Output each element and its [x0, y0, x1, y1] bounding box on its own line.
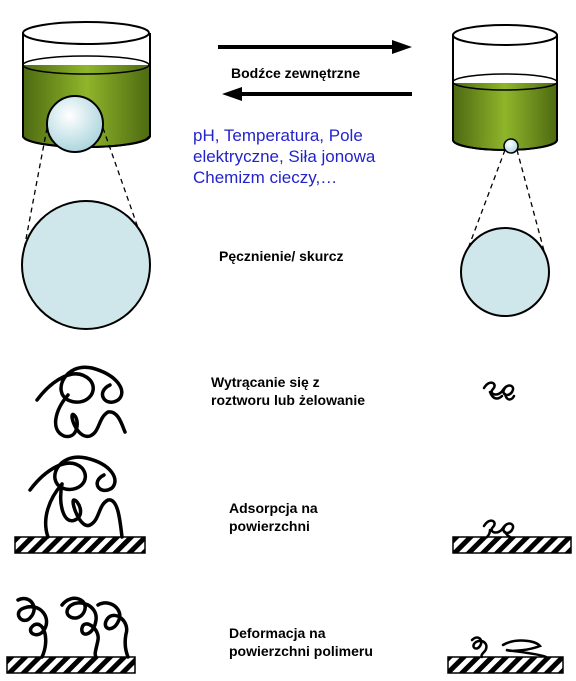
surface-left-row3 [15, 537, 145, 553]
surface-left-row4 [7, 657, 135, 673]
swollen-network [22, 201, 150, 330]
row4-line-1: Deformacja na [229, 624, 449, 642]
row4-line-2: powierzchni polimeru [229, 642, 449, 660]
polymer-brush-collapsed [472, 638, 546, 657]
row3-line-2: powierzchni [229, 517, 429, 535]
adsorption-label: Adsorpcja na powierzchni [229, 499, 429, 535]
stimulus-label: Bodźce zewnętrzne [231, 64, 431, 82]
swollen-gel-beaker [23, 22, 150, 152]
adsorbed-chain-collapsed [484, 521, 513, 537]
polymer-brush-expanded [18, 598, 128, 657]
stimuli-line-3: Chemizm cieczy,… [193, 167, 433, 188]
reverse-arrow [222, 87, 412, 101]
row2-line-1: Wytrącanie się z [211, 373, 441, 391]
surface-right-row4 [448, 657, 563, 673]
swelling-shrinking-label: Pęcznienie/ skurcz [219, 247, 419, 265]
collapsed-chain-coil [484, 383, 514, 400]
deformation-label: Deformacja na powierzchni polimeru [229, 624, 449, 660]
precipitation-gelation-label: Wytrącanie się z roztworu lub żelowanie [211, 373, 441, 409]
surface-right-row3 [453, 537, 571, 553]
row1-line-1: Pęcznienie/ skurcz [219, 247, 419, 265]
shrunk-network [461, 228, 549, 316]
row3-line-1: Adsorpcja na [229, 499, 429, 517]
stimuli-list: pH, Temperatura, Pole elektryczne, Siła … [193, 125, 433, 188]
forward-arrow [218, 40, 412, 54]
stimuli-line-2: elektryczne, Siła jonowa [193, 146, 433, 167]
row2-line-2: roztworu lub żelowanie [211, 391, 441, 409]
shrunk-gel-beaker [453, 25, 557, 153]
expanded-chain-coil [37, 367, 125, 436]
adsorbed-chain-expanded [30, 457, 122, 537]
stimuli-line-1: pH, Temperatura, Pole [193, 125, 433, 146]
